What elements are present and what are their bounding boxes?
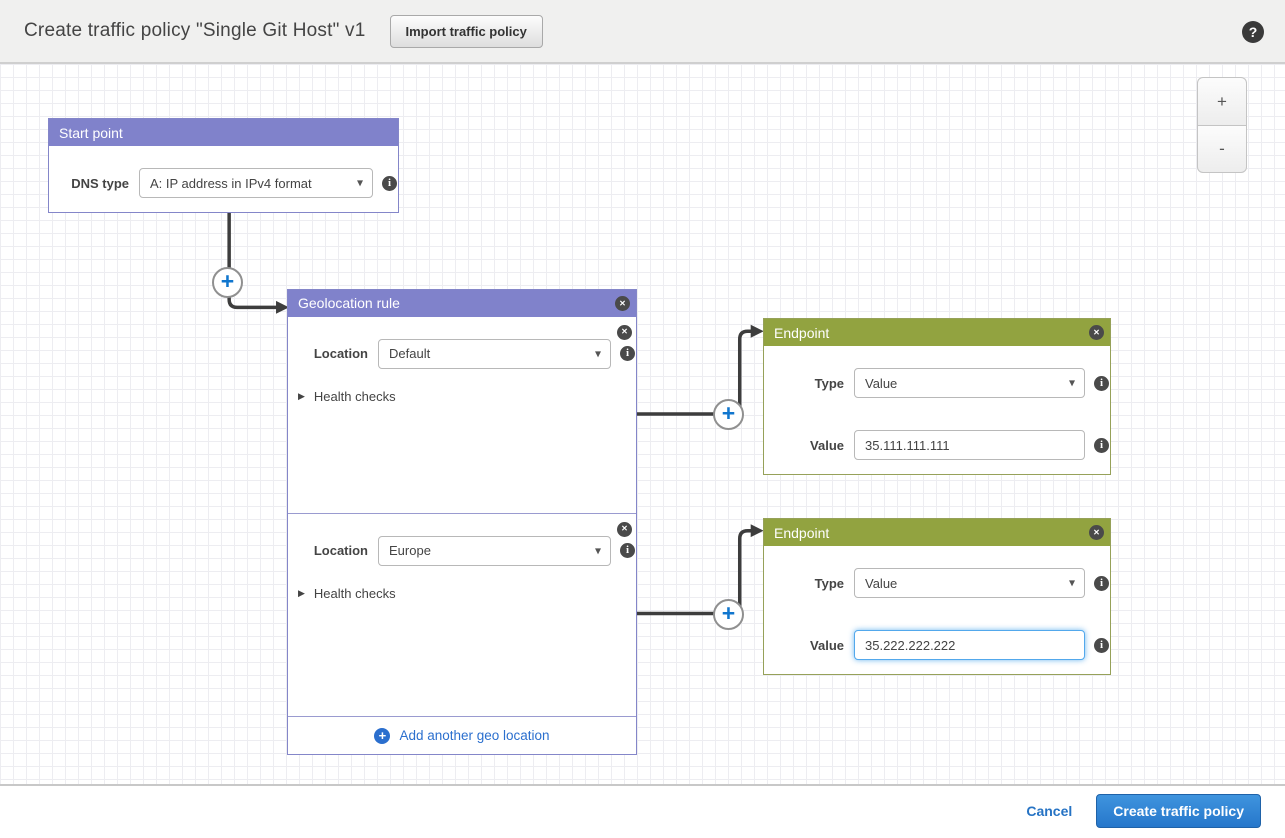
endpoint-node-2: Endpoint ✕ Type Value ▾ i Value i — [763, 518, 1111, 675]
canvas-zoom-controls: + - — [1197, 77, 1247, 173]
zoom-in-button[interactable]: + — [1197, 77, 1247, 125]
health-checks-label: Health checks — [313, 388, 396, 404]
dns-type-info-icon[interactable]: i — [382, 175, 397, 191]
add-geo-location-link[interactable]: + Add another geo location — [288, 717, 636, 754]
endpoint-type-label: Type — [814, 575, 844, 591]
start-point-header: Start point — [49, 119, 398, 146]
location-info-icon[interactable]: i — [620, 346, 635, 362]
caret-down-icon: ▾ — [1068, 375, 1075, 390]
add-geo-location-label: Add another geo location — [399, 728, 550, 744]
endpoint-value-label: Value — [810, 637, 844, 653]
geo-location-section-default: ✕ Location Default ▾ i ▶ Health checks — [288, 317, 636, 514]
endpoint-title: Endpoint — [774, 324, 830, 341]
health-checks-expander[interactable]: ▶ Health checks — [288, 586, 636, 601]
caret-down-icon: ▾ — [594, 543, 601, 558]
dns-type-selected-value: A: IP address in IPv4 format — [150, 175, 312, 191]
start-point-title: Start point — [59, 124, 123, 141]
cancel-link[interactable]: Cancel — [1026, 803, 1073, 819]
geo-section-close-icon[interactable]: ✕ — [617, 521, 632, 537]
endpoint-node-1: Endpoint ✕ Type Value ▾ i Value i — [763, 318, 1111, 475]
location-select[interactable]: Europe ▾ — [378, 535, 611, 566]
location-select[interactable]: Default ▾ — [378, 338, 611, 369]
insert-rule-plus-button[interactable]: + — [212, 267, 243, 298]
endpoint-close-icon[interactable]: ✕ — [1089, 325, 1104, 340]
caret-down-icon: ▾ — [1068, 575, 1075, 590]
endpoint-type-info-icon[interactable]: i — [1094, 375, 1109, 391]
geo-location-section-europe: ✕ Location Europe ▾ i ▶ Health checks — [288, 514, 636, 718]
endpoint-type-label: Type — [814, 375, 844, 391]
import-traffic-policy-button[interactable]: Import traffic policy — [389, 14, 543, 48]
endpoint-header: Endpoint ✕ — [764, 519, 1110, 546]
location-selected-value: Default — [389, 346, 431, 362]
endpoint-close-icon[interactable]: ✕ — [1089, 525, 1104, 540]
endpoint-value-label: Value — [810, 437, 844, 453]
start-point-node: Start point DNS type A: IP address in IP… — [48, 118, 399, 213]
dns-type-label: DNS type — [71, 175, 129, 191]
help-icon[interactable]: ? — [1242, 21, 1264, 43]
geolocation-rule-title: Geolocation rule — [298, 295, 400, 312]
endpoint-value-info-icon[interactable]: i — [1094, 637, 1109, 653]
endpoint-type-selected-value: Value — [865, 375, 898, 391]
action-bar: Cancel Create traffic policy — [0, 786, 1285, 836]
geo-section-close-icon[interactable]: ✕ — [617, 324, 632, 340]
app-header: Create traffic policy "Single Git Host" … — [0, 0, 1285, 64]
traffic-policy-canvas: + - Start point DNS type A: IP address i… — [0, 64, 1285, 786]
caret-down-icon: ▾ — [356, 175, 363, 190]
geolocation-rule-node: Geolocation rule ✕ ✕ Location Default ▾ … — [287, 289, 637, 755]
location-label: Location — [313, 543, 368, 559]
endpoint-type-select[interactable]: Value ▾ — [854, 368, 1085, 398]
endpoint-type-info-icon[interactable]: i — [1094, 575, 1109, 591]
endpoint-value-input[interactable] — [854, 430, 1085, 460]
geolocation-rule-close-icon[interactable]: ✕ — [615, 296, 630, 311]
endpoint-type-select[interactable]: Value ▾ — [854, 568, 1085, 598]
expander-arrow-icon: ▶ — [298, 390, 305, 401]
endpoint-title: Endpoint — [774, 524, 830, 541]
endpoint-header: Endpoint ✕ — [764, 319, 1110, 346]
create-traffic-policy-button[interactable]: Create traffic policy — [1096, 794, 1261, 828]
endpoint-value-input-focused[interactable] — [854, 630, 1085, 660]
page-title: Create traffic policy "Single Git Host" … — [24, 20, 366, 41]
caret-down-icon: ▾ — [594, 346, 601, 361]
insert-endpoint-plus-button-1[interactable]: + — [713, 399, 744, 430]
health-checks-expander[interactable]: ▶ Health checks — [288, 389, 636, 404]
zoom-out-button[interactable]: - — [1197, 125, 1247, 173]
health-checks-label: Health checks — [313, 585, 396, 601]
location-info-icon[interactable]: i — [620, 543, 635, 559]
geolocation-rule-header: Geolocation rule ✕ — [288, 290, 636, 317]
endpoint-type-selected-value: Value — [865, 575, 898, 591]
add-plus-icon: + — [374, 727, 391, 744]
dns-type-select[interactable]: A: IP address in IPv4 format ▾ — [139, 168, 373, 198]
location-label: Location — [313, 346, 368, 362]
location-selected-value: Europe — [389, 543, 431, 559]
expander-arrow-icon: ▶ — [298, 587, 305, 598]
endpoint-value-info-icon[interactable]: i — [1094, 437, 1109, 453]
insert-endpoint-plus-button-2[interactable]: + — [713, 599, 744, 630]
